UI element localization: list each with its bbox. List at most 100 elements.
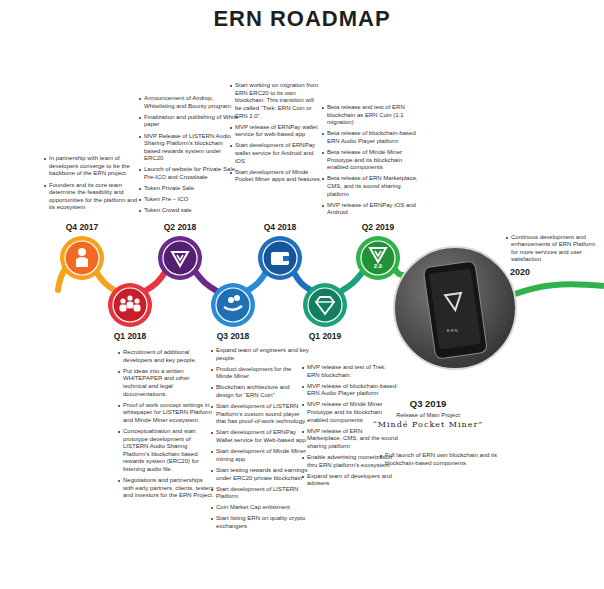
milestone-list: Start working on migration from ERN ERC2… bbox=[230, 82, 322, 187]
quarter-heading: Q2 2019 bbox=[362, 222, 395, 232]
list-item: Start development of ERNPay Wallet servi… bbox=[211, 429, 309, 444]
list-item: MVP release of ERN Marketplace, CMS, and… bbox=[302, 428, 398, 451]
bullet-dot bbox=[230, 127, 232, 129]
list-item: Coin Market Cap enlistment bbox=[211, 504, 309, 512]
bullet-dot bbox=[211, 470, 213, 472]
milestone-item: Founders and its core team determine the… bbox=[49, 182, 137, 211]
milestone-item: Finalization and publishing of White pap… bbox=[144, 114, 238, 128]
bullet-dot bbox=[211, 369, 213, 371]
bullet-dot bbox=[211, 518, 213, 520]
bullet-dot bbox=[230, 85, 232, 87]
list-item: MVP release of ERNPay iOS and Android bbox=[322, 202, 418, 217]
milestone-item: MVP release and test of Trek: ERN blockc… bbox=[307, 364, 386, 378]
quarter-heading: Q4 2017 bbox=[66, 222, 99, 232]
year-heading: 2020 bbox=[510, 267, 530, 277]
milestone-list: Announcement of Airdrop, Whitelisting an… bbox=[139, 95, 239, 218]
list-item: Product development for the Minde Miner bbox=[211, 366, 309, 381]
bullet-dot bbox=[139, 98, 141, 100]
milestone-circle: Q4 2017 bbox=[60, 236, 104, 280]
bullet-dot bbox=[211, 432, 213, 434]
main-project-circle: Q3 2019Release of Main Project“Mindé Poc… bbox=[393, 246, 517, 370]
milestone-item: Put ideas into a written WHITEPAPER and … bbox=[123, 368, 189, 397]
list-item: Start development of ERNPay wallet servi… bbox=[230, 142, 322, 165]
quarter-heading: Q2 2018 bbox=[164, 222, 197, 232]
bullet-dot bbox=[322, 178, 324, 180]
milestone-circle: Q1 2019 bbox=[303, 283, 347, 327]
milestone-circle: Q3 2018 bbox=[211, 283, 255, 327]
bullet-dot bbox=[322, 152, 324, 154]
list-item: Token Pre – ICO bbox=[139, 196, 239, 204]
milestone-item: Recruitment of additional developers and… bbox=[123, 349, 196, 363]
milestone-item: MVP release of ERNPay wallet service for… bbox=[235, 124, 318, 138]
list-item: Start testing rewards and earnings under… bbox=[211, 467, 309, 482]
timeline-connector bbox=[195, 271, 218, 291]
milestone-item: Start development of LISTERN Platform's … bbox=[216, 403, 306, 424]
list-item: MVP release of Mindé Miner Prototype and… bbox=[302, 401, 398, 424]
milestone-item: Token Private Sale bbox=[144, 185, 194, 191]
list-item: Full launch of ERN own blockchain and it… bbox=[380, 452, 500, 467]
bullet-dot bbox=[211, 350, 213, 352]
milestone-item: Start development of ERNPay Wallet servi… bbox=[216, 429, 307, 443]
milestone-item: Blockchain architecture and design for “… bbox=[216, 384, 290, 398]
milestone-item: Beta release and test of ERN blockchain … bbox=[327, 104, 405, 125]
milestone-list: MVP release and test of Trek: ERN blockc… bbox=[302, 364, 398, 492]
timeline-connector bbox=[96, 272, 115, 291]
bullet-dot bbox=[322, 205, 324, 207]
bullet-dot bbox=[44, 185, 46, 187]
bullet-dot bbox=[44, 158, 46, 160]
milestone-item: Expand team of engineers and key people bbox=[216, 347, 309, 361]
list-item: Expand team of engineers and key people bbox=[211, 347, 309, 362]
list-item: Negotiations and partnerships with early… bbox=[118, 477, 214, 500]
list-item: MVP release and test of Trek: ERN blockc… bbox=[302, 364, 398, 379]
list-item: Beta release of ERN Marketplace, CMS, an… bbox=[322, 175, 418, 198]
timeline-connector bbox=[247, 272, 266, 291]
list-item: MVP release of ERNPay wallet service for… bbox=[230, 124, 322, 139]
list-item: Start development of LISTERN Platform bbox=[211, 486, 309, 501]
list-item: Announcement of Airdrop, Whitelisting an… bbox=[139, 95, 239, 110]
bullet-dot bbox=[302, 386, 304, 388]
bullet-dot bbox=[322, 133, 324, 135]
milestone-item: Coin Market Cap enlistment bbox=[216, 504, 290, 510]
bullet-dot bbox=[118, 431, 120, 433]
list-item: Token Private Sale bbox=[139, 185, 239, 193]
bullet-dot bbox=[302, 431, 304, 433]
list-item: MVP Release of LISTERN Audio Sharing Pla… bbox=[139, 133, 239, 163]
bullet-dot bbox=[139, 169, 141, 171]
list-item: Beta release of blockchain-based ERN Aud… bbox=[322, 130, 418, 145]
list-item: Continous development and enhancements o… bbox=[506, 234, 598, 264]
bullet-dot bbox=[118, 352, 120, 354]
timeline-connector bbox=[145, 272, 166, 292]
bullet-dot bbox=[302, 457, 304, 459]
milestone-list: Beta release and test of ERN blockchain … bbox=[322, 104, 418, 220]
milestone-icon bbox=[258, 236, 302, 280]
list-item: MVP release of blockchain-based ERN Audi… bbox=[302, 383, 398, 398]
bullet-dot bbox=[139, 199, 141, 201]
milestone-item: Start development of ERNPay wallet servi… bbox=[235, 142, 315, 163]
list-item: Beta release of Mindé Miner Prototype an… bbox=[322, 149, 418, 172]
milestone-item: Expand team of developers and advisers bbox=[307, 473, 392, 487]
milestone-list: In partnership with team of developers c… bbox=[44, 155, 144, 215]
list-item: Blockchain architecture and design for “… bbox=[211, 384, 309, 399]
milestone-item: Token Pre – ICO bbox=[144, 196, 188, 202]
list-item: Recruitment of additional developers and… bbox=[118, 349, 214, 364]
list-item: Start development of Mindé Miner mining … bbox=[211, 448, 309, 463]
bullet-dot bbox=[118, 371, 120, 373]
bullet-dot bbox=[230, 145, 232, 147]
icon-text: 2.0 bbox=[374, 263, 382, 269]
milestone-list: Expand team of engineers and key peopleP… bbox=[211, 347, 309, 534]
list-item: Start development of Mindé Pocket Miner … bbox=[230, 169, 322, 184]
list-item: Put ideas into a written WHITEPAPER and … bbox=[118, 368, 214, 398]
milestone-circle: Q4 2018 bbox=[258, 236, 302, 280]
project-name: “Mindé Pocket Miner” bbox=[363, 420, 493, 429]
list-item: In partnership with team of developers c… bbox=[44, 155, 144, 178]
milestone-item: Beta release of Mindé Miner Prototype an… bbox=[327, 149, 402, 170]
milestone-item: MVP Release of LISTERN Audio Sharing Pla… bbox=[144, 133, 231, 162]
quarter-heading: Q1 2019 bbox=[309, 331, 342, 341]
milestone-item: Conceptualization and start prototype de… bbox=[123, 428, 199, 472]
bullet-dot bbox=[211, 387, 213, 389]
phone-screen-text: ERN bbox=[447, 328, 458, 333]
list-item: Enable advertising monetization thru ERN… bbox=[302, 454, 398, 469]
milestone-item: Start working on migration from ERN ERC2… bbox=[235, 82, 318, 118]
quarter-heading: Q1 2018 bbox=[114, 331, 147, 341]
bullet-dot bbox=[322, 107, 324, 109]
